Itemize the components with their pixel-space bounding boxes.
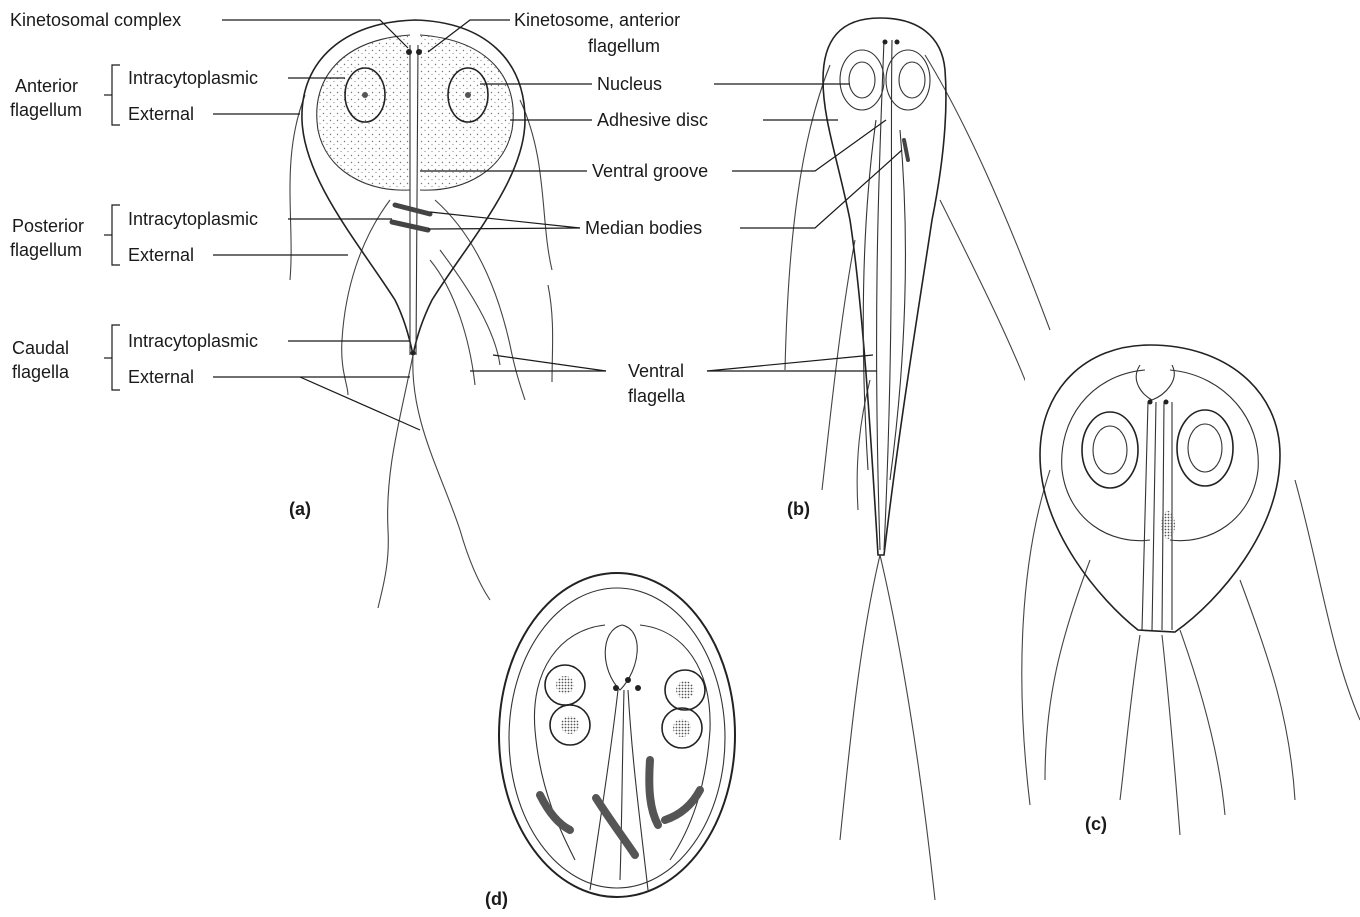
flagellum-b1 [785,65,830,370]
median-body-1 [395,205,430,214]
label-median-bodies: Median bodies [585,218,702,238]
flagellum-b2 [925,55,1050,330]
bracket-anterior [112,65,120,125]
leader-median-bodies-a1 [430,212,580,228]
label-anterior-intracytoplasmic: Intracytoplasmic [128,68,258,88]
label-adhesive-disc: Adhesive disc [597,110,708,130]
nucleolus-left [362,92,368,98]
bracket-caudal [112,325,120,390]
label-kinetosome-anterior: Kinetosome, anterior [514,10,680,30]
label-anterior-flagellum: flagellum [10,100,82,120]
caudal-flagellum-b1 [840,555,880,840]
label-caudal-flagella: flagella [12,362,70,382]
panel-label-d: (d) [485,889,508,909]
label-posterior: Posterior [12,216,84,236]
label-kinetosomal-complex: Kinetosomal complex [10,10,181,30]
cell-body-b [823,18,946,555]
leader-ventral-groove-b [732,120,886,171]
disc-lobe-b-left [840,50,884,110]
label-ventral: Ventral [628,361,684,381]
panel-label-b: (b) [787,499,810,519]
nucleolus-right [465,92,471,98]
posterior-flagellum-external-left [342,200,390,395]
leader-lines-b [707,84,902,371]
panel-c-background [1025,335,1360,875]
nucleus-b-left [849,62,875,98]
label-nucleus: Nucleus [597,74,662,94]
label-posterior-external: External [128,245,194,265]
flagellum-b3 [822,240,855,490]
median-body-c [1161,511,1175,539]
leader-caudal-external-2 [300,377,420,430]
median-body-b [904,140,908,160]
leader-median-bodies-a2 [428,228,580,229]
caudal-flagellum-right [413,355,490,600]
kinetosome [406,49,412,55]
label-ventral-flagella: flagella [628,386,686,406]
trophozoite-variant-view [1022,335,1360,875]
ventral-flagellum-a1 [430,260,475,385]
panel-label-c: (c) [1085,814,1107,834]
label-kinetosome-anterior-2: flagellum [588,36,660,56]
caudal-flagellum-left [378,355,413,608]
cyst-view [499,573,735,897]
label-caudal-external: External [128,367,194,387]
cyst-wall [499,573,735,897]
ventral-flagellum-a2 [440,250,500,365]
label-caudal: Caudal [12,338,69,358]
label-posterior-flagellum: flagellum [10,240,82,260]
label-posterior-intracytoplasmic: Intracytoplasmic [128,209,258,229]
label-anterior-external: External [128,104,194,124]
kinetosome [416,49,422,55]
axoneme-right [416,45,418,355]
label-caudal-intracytoplasmic: Intracytoplasmic [128,331,258,351]
trophozoite-lateral-view [785,18,1050,900]
bracket-posterior [112,205,120,265]
label-anterior: Anterior [15,76,78,96]
nucleus-b-right [899,62,925,98]
ventral-flagellum-a3 [548,285,553,382]
disc-lobe-b-right [886,50,930,110]
panel-label-a: (a) [289,499,311,519]
axoneme-b1 [877,40,884,550]
leader-ventral-flagella-a1 [493,355,606,371]
trophozoite-ventral-view [290,20,553,608]
axoneme-b4 [890,130,905,480]
caudal-flagellum-b2 [880,555,935,900]
label-ventral-groove: Ventral groove [592,161,708,181]
leader-ventral-flagella-b1 [707,355,873,371]
